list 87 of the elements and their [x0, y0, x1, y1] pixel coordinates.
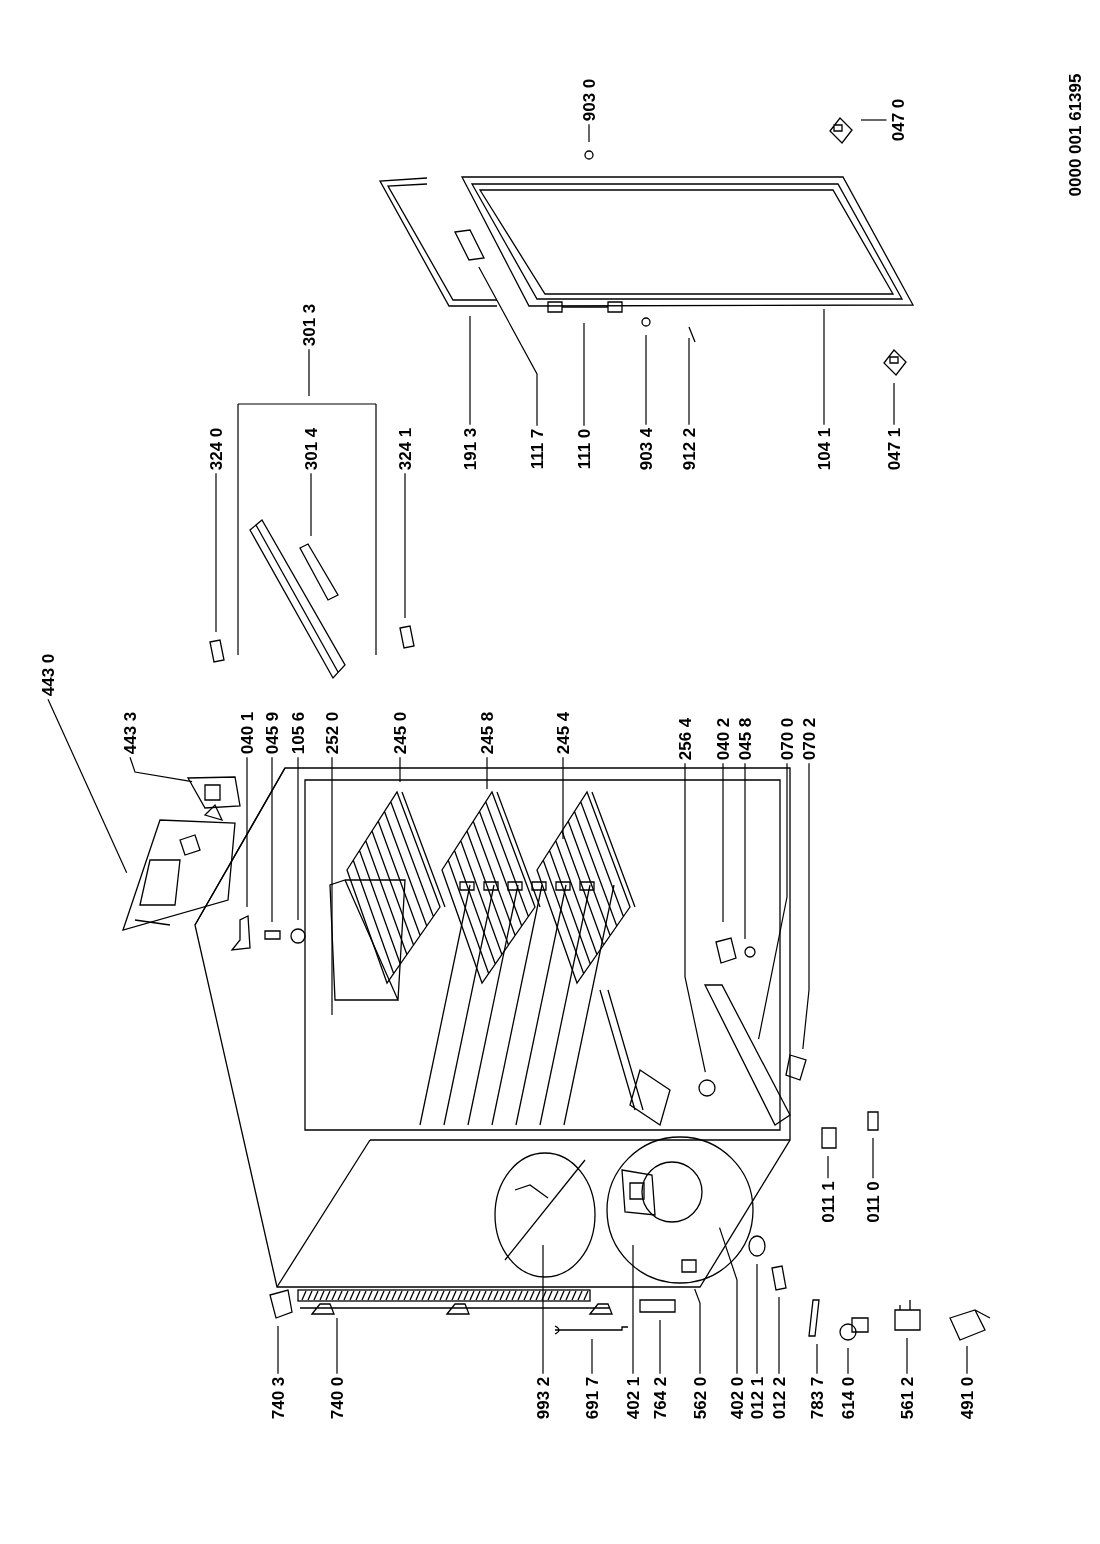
part-number: 402 0 [728, 1376, 746, 1420]
part-number: 045 8 [736, 717, 754, 761]
document-number: 0000 001 61395 [1066, 73, 1084, 197]
leader-line [757, 762, 788, 1040]
part-number: 903 4 [637, 427, 655, 471]
leader-line [562, 756, 564, 840]
leader-line [659, 1319, 661, 1375]
leader-line [684, 762, 706, 1073]
part-number: 783 7 [808, 1376, 826, 1420]
leader-line [694, 1288, 701, 1375]
leader-line [722, 762, 724, 923]
part-number: 070 0 [778, 717, 796, 761]
leader-line [336, 1317, 338, 1375]
leader-line [688, 337, 690, 426]
part-number: 691 7 [583, 1376, 601, 1420]
leader-line [591, 1338, 593, 1375]
part-number: 993 2 [534, 1376, 552, 1420]
part-number: 256 4 [676, 717, 694, 761]
leader-line [47, 698, 128, 874]
leader-line [645, 334, 647, 426]
part-number: 111 0 [575, 428, 593, 470]
part-number: 443 3 [121, 711, 139, 755]
part-number: 040 2 [714, 717, 732, 761]
part-number: 045 9 [263, 711, 281, 755]
part-number: 324 1 [396, 427, 414, 471]
leader-line [129, 756, 193, 783]
part-number: 562 0 [691, 1376, 709, 1420]
part-number: 012 1 [748, 1376, 766, 1420]
leader-line [277, 1325, 279, 1375]
part-number: 040 1 [238, 711, 256, 755]
leader-line [906, 1337, 908, 1375]
leader-line [399, 756, 401, 783]
part-number: 252 0 [323, 711, 341, 755]
leader-line [827, 1155, 829, 1179]
leader-line [847, 1347, 849, 1375]
part-number: 912 2 [680, 427, 698, 471]
part-number: 740 0 [328, 1376, 346, 1420]
part-number: 324 0 [207, 427, 225, 471]
part-number: 245 0 [391, 711, 409, 755]
leader-line [469, 315, 471, 426]
part-number: 443 0 [39, 653, 57, 697]
part-number: 614 0 [839, 1376, 857, 1420]
part-number: 070 2 [800, 717, 818, 761]
leader-line [404, 472, 406, 619]
part-number: 402 1 [624, 1376, 642, 1420]
leader-line [860, 119, 888, 121]
leader-line [237, 348, 377, 656]
leader-line [478, 266, 538, 427]
part-number: 764 2 [651, 1376, 669, 1420]
leader-line [215, 472, 217, 633]
part-number: 903 0 [580, 78, 598, 122]
leader-line [778, 1296, 780, 1375]
leader-line [297, 756, 299, 921]
part-number: 011 1 [819, 1181, 837, 1223]
leader-line [542, 1244, 544, 1375]
part-number: 104 1 [815, 427, 833, 471]
leader-line [816, 1343, 818, 1375]
part-number: 301 3 [300, 303, 318, 347]
part-number: 245 4 [554, 711, 572, 755]
leader-line [246, 756, 248, 908]
leader-line [632, 1244, 634, 1375]
part-number: 740 3 [269, 1376, 287, 1420]
part-number: 245 8 [478, 711, 496, 755]
leader-line [331, 756, 333, 1016]
part-number: 011 0 [864, 1181, 882, 1223]
leader-line [486, 756, 488, 790]
leader-line [756, 1263, 758, 1375]
part-number: 301 4 [302, 427, 320, 471]
leader-line [744, 762, 746, 940]
part-number: 047 1 [885, 427, 903, 471]
part-number: 111 7 [528, 428, 546, 470]
leader-line [872, 1137, 874, 1179]
leader-line [718, 1227, 738, 1375]
part-number: 191 3 [461, 427, 479, 471]
leader-line [966, 1345, 968, 1375]
part-number: 047 0 [889, 98, 907, 142]
leader-line [588, 123, 590, 143]
leader-line [583, 322, 585, 427]
leader-line [310, 472, 312, 537]
leader-line [802, 762, 810, 1050]
part-number: 491 0 [958, 1376, 976, 1420]
part-number: 561 2 [898, 1376, 916, 1420]
leader-line [823, 308, 825, 426]
part-number: 012 2 [770, 1376, 788, 1420]
part-number: 105 6 [289, 711, 307, 755]
leader-line [893, 382, 895, 426]
leader-line [271, 756, 273, 923]
